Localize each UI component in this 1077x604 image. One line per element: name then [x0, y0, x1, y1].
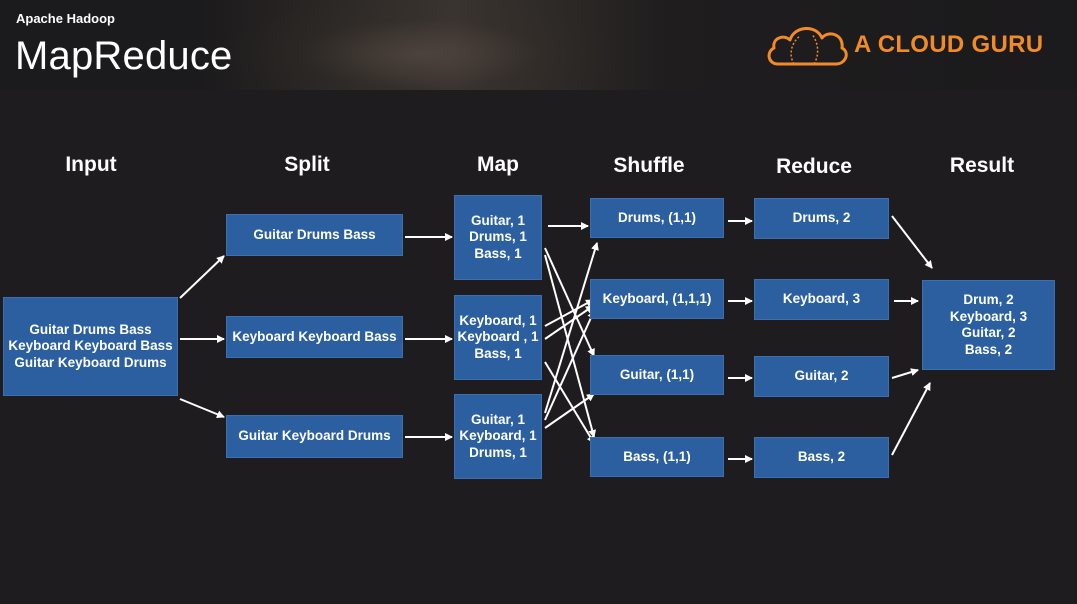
slide-title: MapReduce: [15, 34, 233, 78]
column-header-input: Input: [65, 153, 117, 176]
map-box-3: Guitar, 1 Keyboard, 1 Drums, 1: [454, 394, 542, 479]
arrow-map3-guitar: [544, 393, 595, 429]
column-header-result: Result: [949, 154, 1015, 177]
reduce-box-guitar: Guitar, 2: [754, 356, 889, 397]
result-line: Drum, 2: [963, 292, 1014, 307]
map-pair: Drums, 1: [469, 229, 527, 245]
map-pair: Bass, 1: [474, 245, 522, 261]
map-pair: Keyboard, 1: [459, 428, 537, 444]
shuffle-box-bass: Bass, (1,1): [590, 437, 724, 477]
column-header-shuffle: Shuffle: [613, 154, 685, 177]
map-pair: Drums, 1: [469, 444, 527, 460]
reduce-text: Drums, 2: [792, 210, 851, 226]
arrow-map2-bass: [544, 361, 595, 444]
arrow-reduce-result-3: [891, 368, 919, 379]
input-line: Guitar Drums Bass: [29, 321, 152, 337]
arrow-map1-bass: [544, 254, 597, 438]
shuffle-text: Drums, (1,1): [617, 209, 697, 225]
result-line: Keyboard, 3: [949, 308, 1028, 324]
arrow-input-split-3: [179, 398, 225, 419]
arrow-reduce-result-1: [891, 215, 933, 269]
reduce-text: Keyboard, 3: [782, 291, 861, 307]
split-box-2: Keyboard Keyboard Bass: [226, 316, 403, 358]
map-pair: Guitar, 1: [470, 411, 526, 427]
map-pair: Keyboard , 1: [457, 329, 539, 345]
cloud-logo-icon: [767, 27, 848, 66]
arrow-map1-guitar: [544, 247, 595, 357]
reduce-text: Guitar, 2: [794, 368, 849, 384]
column-header-map: Map: [477, 153, 519, 176]
column-header-split: Split: [284, 153, 330, 176]
shuffle-text: Guitar, (1,1): [619, 366, 695, 382]
map-pair: Keyboard, 1: [459, 312, 537, 328]
result-box: Drum, 2 Keyboard, 3 Guitar, 2 Bass, 2: [922, 280, 1055, 370]
arrow-map2-keyboard-a: [544, 299, 594, 327]
header-banner: Apache Hadoop MapReduce A CLOUD GURU: [0, 0, 1077, 90]
split-box-1: Guitar Drums Bass: [226, 214, 403, 256]
map-box-1: Guitar, 1 Drums, 1 Bass, 1: [454, 195, 542, 280]
input-line: Guitar Keyboard Drums: [14, 354, 167, 370]
result-line: Bass, 2: [964, 341, 1013, 357]
split-box-3: Guitar Keyboard Drums: [226, 415, 403, 458]
split-text: Guitar Drums Bass: [253, 226, 376, 242]
shuffle-box-drums: Drums, (1,1): [590, 198, 724, 238]
arrow-input-split-1: [179, 255, 225, 299]
reduce-box-keyboard: Keyboard, 3: [754, 279, 889, 320]
arrow-map3-drums: [544, 242, 599, 414]
map-box-2: Keyboard, 1 Keyboard , 1 Bass, 1: [454, 295, 542, 380]
map-pair: Guitar, 1: [470, 212, 526, 228]
shuffle-box-keyboard: Keyboard, (1,1,1): [590, 279, 724, 319]
split-text: Keyboard Keyboard Bass: [232, 328, 397, 344]
map-pair: Bass, 1: [474, 345, 522, 361]
arrow-map3-keyboard: [544, 310, 595, 421]
brand-name: A CLOUD GURU: [854, 31, 1044, 58]
shuffle-text: Keyboard, (1,1,1): [602, 290, 712, 306]
input-line: Keyboard Keyboard Bass: [8, 338, 173, 354]
presenter-video-shade: [230, 0, 610, 90]
reduce-box-drums: Drums, 2: [754, 198, 889, 239]
arrow-map2-keyboard-b: [544, 305, 594, 340]
column-header-reduce: Reduce: [776, 155, 852, 178]
shuffle-box-guitar: Guitar, (1,1): [590, 355, 724, 395]
input-box: Guitar Drums Bass Keyboard Keyboard Bass…: [3, 297, 178, 396]
reduce-box-bass: Bass, 2: [754, 437, 889, 478]
shuffle-text: Bass, (1,1): [623, 448, 691, 464]
result-line: Guitar, 2: [961, 325, 1016, 340]
arrow-reduce-result-4: [891, 382, 931, 456]
slide-subtitle: Apache Hadoop: [16, 11, 115, 26]
reduce-text: Bass, 2: [797, 449, 846, 465]
split-text: Guitar Keyboard Drums: [238, 428, 391, 444]
